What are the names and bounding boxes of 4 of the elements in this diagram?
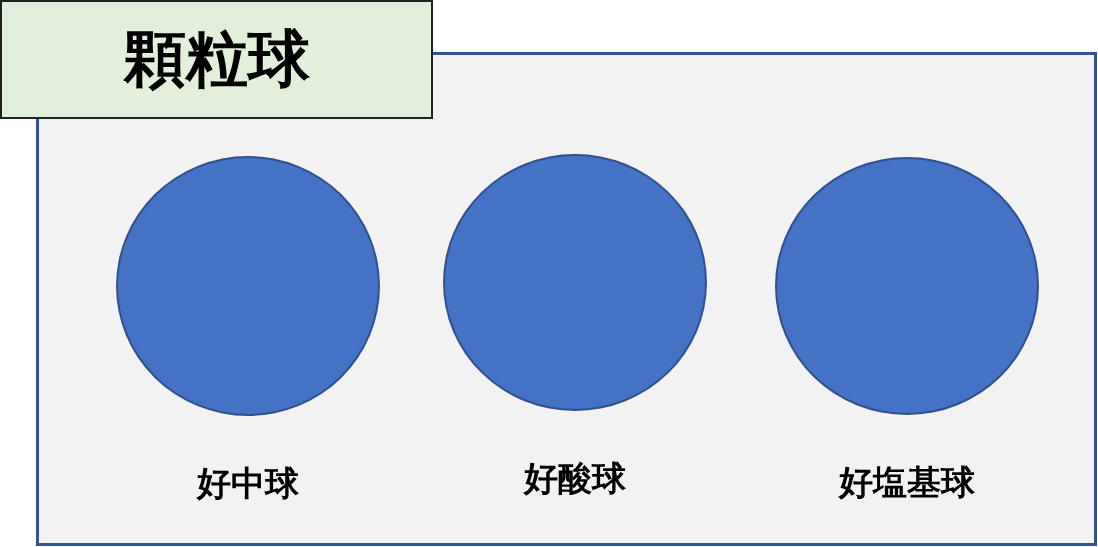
heading: 顆粒球 xyxy=(123,25,310,94)
circle-label: 好中球 xyxy=(195,462,300,505)
circle-label: 好酸球 xyxy=(522,457,627,500)
circle-label: 好塩基球 xyxy=(837,461,976,504)
